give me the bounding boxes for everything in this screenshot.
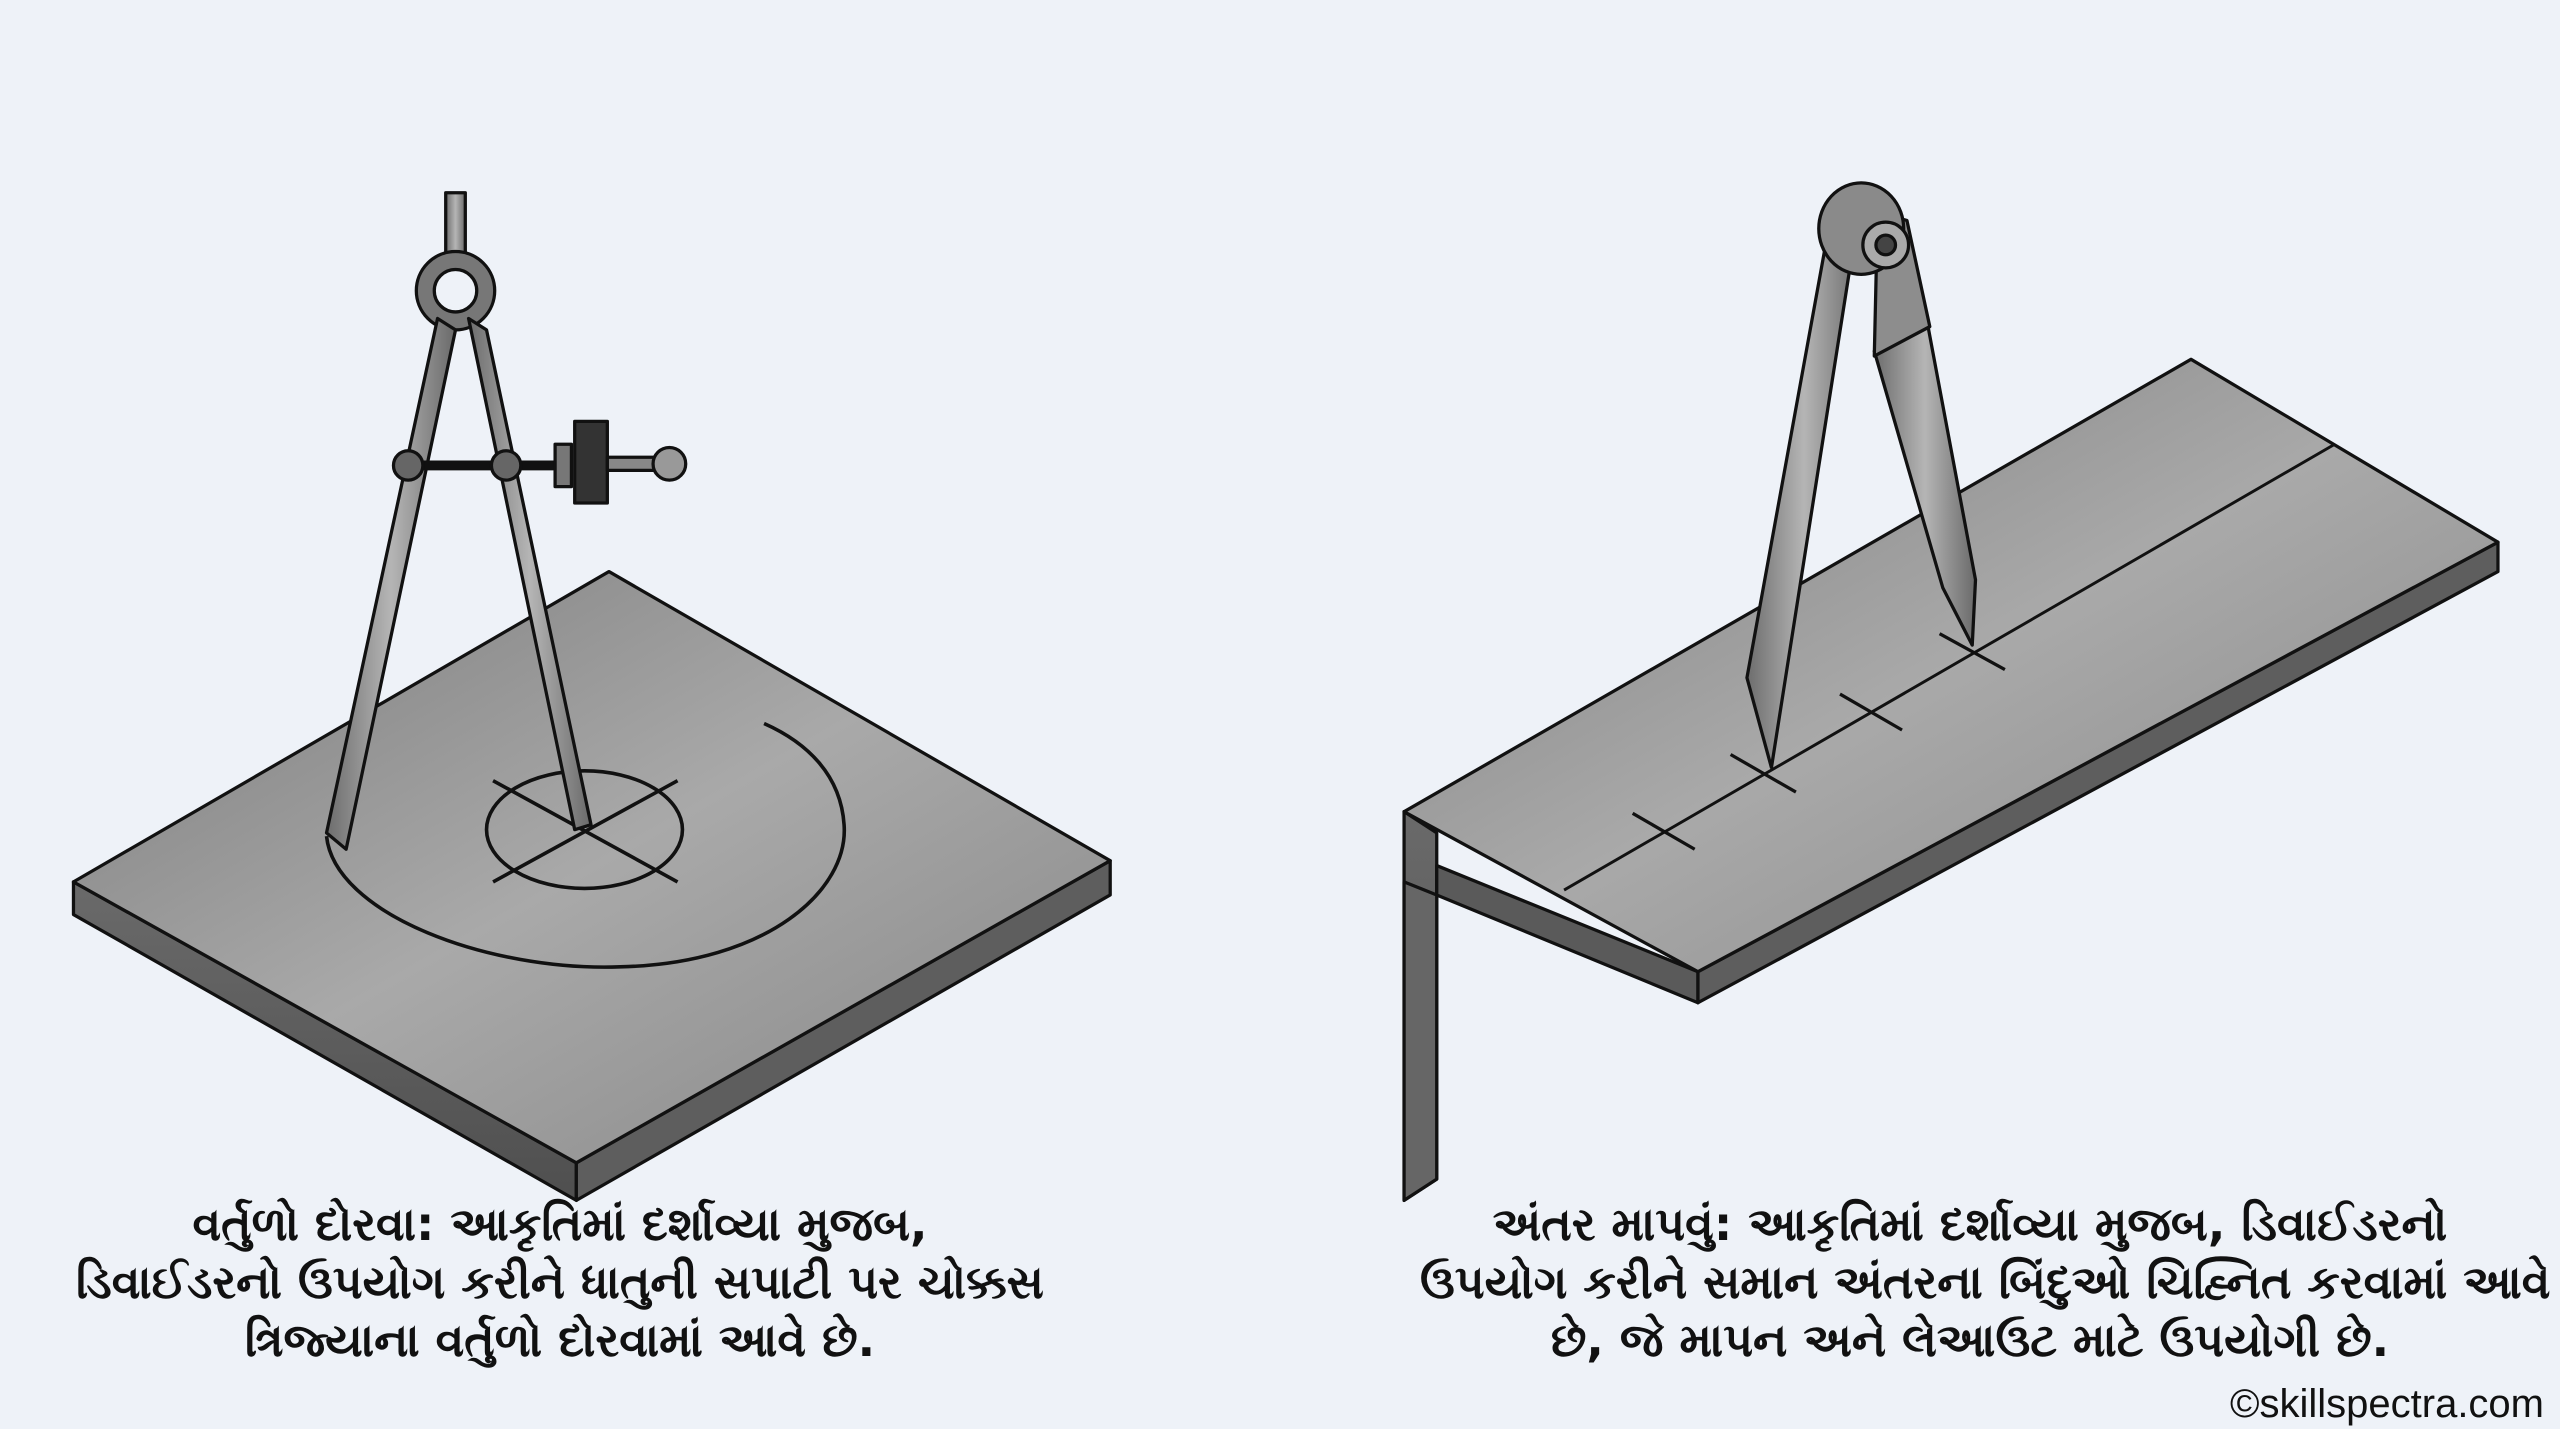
scribed-circles xyxy=(324,721,846,969)
copyright-credit: ©skillspectra.com xyxy=(2230,1382,2544,1426)
divider xyxy=(1745,181,1978,770)
caption-drawing-circles: વર્તુળો દોરવા: આકૃતિમાં દર્શાવ્યા મુજબ, … xyxy=(60,1195,1060,1369)
caption-line: છે, જે માપન અને લેઆઉટ માટે ઉપયોગી છે. xyxy=(1550,1313,2390,1367)
caption-line: ડિવાઈડરનો ઉપયોગ કરીને ધાતુની સપાટી પર ચો… xyxy=(76,1255,1044,1309)
caption-line: ઉપયોગ કરીને સમાન અંતરના બિંદુઓ ચિહ્નિત ક… xyxy=(1420,1255,2551,1309)
metal-plate xyxy=(71,569,1112,1202)
marked-points xyxy=(1631,632,2006,851)
caption-measuring-distance: અંતર માપવું: આકૃતિમાં દર્શાવ્યા મુજબ, ડિ… xyxy=(1420,1195,2551,1369)
caption-line: વર્તુળો દોરવા: આકૃતિમાં દર્શાવ્યા મુજબ, xyxy=(192,1197,928,1251)
caption-line: ત્રિજ્યાના વર્તુળો દોરવામાં આવે છે. xyxy=(244,1313,876,1367)
angle-iron xyxy=(1402,357,2500,1202)
caption-line: અંતર માપવું: આકૃતિમાં દર્શાવ્યા મુજબ, ડિ… xyxy=(1492,1197,2448,1251)
spring-divider xyxy=(324,191,688,851)
